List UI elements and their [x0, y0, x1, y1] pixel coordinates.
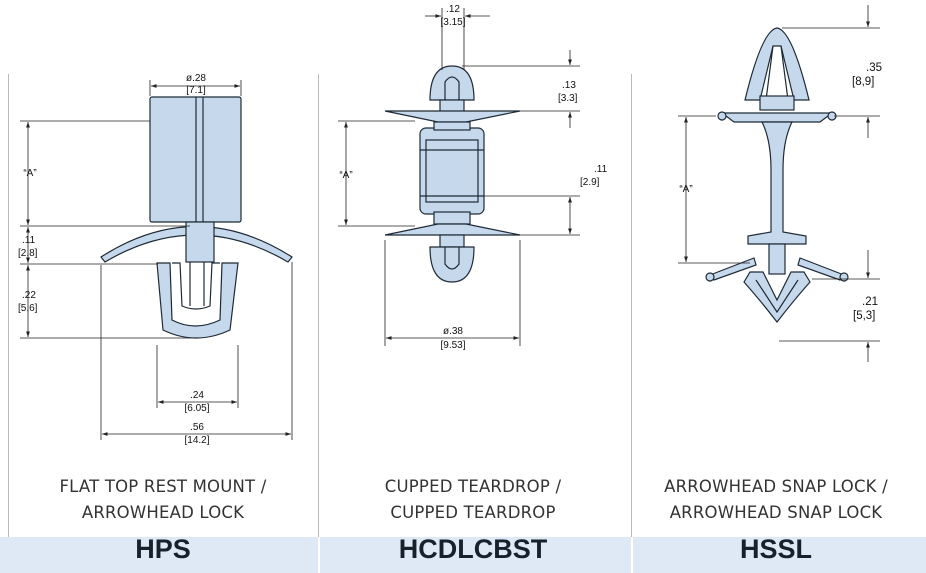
hssl-upper-flange — [720, 112, 834, 123]
hps-w1-mm: [6.05] — [184, 403, 209, 414]
hps-dia-in: ø.28 — [186, 73, 206, 84]
hcdlcbst-model-name: HCDLCBST — [398, 534, 548, 564]
hssl-r1-in: .35 — [866, 62, 882, 74]
hps-caption-line2: ARROWHEAD LOCK — [81, 503, 245, 522]
hssl-caption-line1: ARROWHEAD SNAP LOCK / — [664, 477, 888, 496]
hssl-drawing — [705, 27, 849, 323]
hcdlcbst-upper-flange — [384, 110, 521, 123]
hps-dia-mm: [7.1] — [186, 85, 206, 96]
hcdlcbst-caption: CUPPED TEARDROP / CUPPED TEARDROP — [323, 474, 623, 526]
hcdlcbst-top-mm: [3.15] — [440, 17, 465, 28]
column-divider-1 — [318, 74, 319, 573]
hssl-caption: ARROWHEAD SNAP LOCK / ARROWHEAD SNAP LOC… — [626, 474, 926, 526]
band-divider-2 — [631, 537, 633, 573]
hps-w2-mm: [14.2] — [184, 435, 209, 446]
hcdlcbst-caption-line1: CUPPED TEARDROP / — [384, 477, 562, 496]
hps-d2-mm: [5.6] — [18, 303, 38, 314]
hssl-dimensions — [678, 5, 880, 362]
hcdlcbst-dia-in: ø.38 — [443, 326, 463, 337]
hps-spring-arc — [100, 226, 293, 263]
column-divider-left — [8, 74, 9, 573]
hcdlcbst-drawing — [384, 65, 521, 283]
hps-d2-in: .22 — [22, 290, 36, 301]
hps-model-name: HPS — [135, 534, 191, 564]
hssl-r2-in: .21 — [862, 296, 878, 308]
hps-drawing — [100, 96, 293, 339]
column-divider-2 — [631, 74, 632, 573]
hcdlcbst-top-in: .12 — [446, 4, 460, 15]
hssl-dimension-labels: .35 [8,9] “A” .21 [5,3] — [679, 62, 882, 322]
hps-d1-in: .11 — [22, 235, 36, 246]
hcdlcbst-dia-mm: [9.53] — [440, 340, 465, 351]
hcdlcbst-r2-in: .11 — [594, 164, 608, 175]
hcdlcbst-r1-in: .13 — [562, 80, 576, 91]
hps-d1-mm: [2.8] — [18, 248, 38, 259]
hcdlcbst-top-teardrop — [429, 65, 475, 101]
hssl-body — [747, 121, 807, 245]
model-band — [0, 537, 926, 573]
hssl-r1-mm: [8,9] — [852, 76, 874, 88]
hssl-caption-line2: ARROWHEAD SNAP LOCK — [669, 503, 883, 522]
hcdlcbst-dimensions — [338, 8, 580, 346]
hssl-a-label: “A” — [679, 184, 692, 195]
hssl-r2-mm: [5,3] — [853, 310, 875, 322]
hcdlcbst-a-label: “A” — [339, 170, 352, 181]
hps-arrowhead-lock — [156, 262, 239, 339]
hcdlcbst-r2-mm: [2.9] — [580, 177, 600, 188]
hps-caption-line1: FLAT TOP REST MOUNT / — [59, 477, 267, 496]
hssl-model-name: HSSL — [739, 534, 812, 564]
hcdlcbst-caption-line2: CUPPED TEARDROP — [390, 503, 556, 522]
hps-w1-in: .24 — [190, 390, 204, 401]
band-divider-1 — [318, 537, 320, 573]
hcdlcbst-dimension-labels: .12 [3.15] .13 [3.3] “A” .11 [2.9] ø.38 … — [339, 4, 607, 351]
hssl-top-arrowhead — [744, 27, 810, 101]
hcdlcbst-r1-mm: [3.3] — [558, 93, 578, 104]
hps-caption: FLAT TOP REST MOUNT / ARROWHEAD LOCK — [13, 474, 313, 526]
hps-w2-in: .56 — [190, 422, 204, 433]
hssl-bottom-arrowhead — [743, 271, 811, 323]
hps-dimension-labels: ø.28 [7.1] “A” .11 [2.8] .22 [5.6] .24 [… — [18, 73, 210, 446]
hps-a-label: “A” — [23, 168, 36, 179]
hps-dimensions — [20, 80, 293, 440]
hcdlcbst-bottom-teardrop — [429, 246, 475, 283]
